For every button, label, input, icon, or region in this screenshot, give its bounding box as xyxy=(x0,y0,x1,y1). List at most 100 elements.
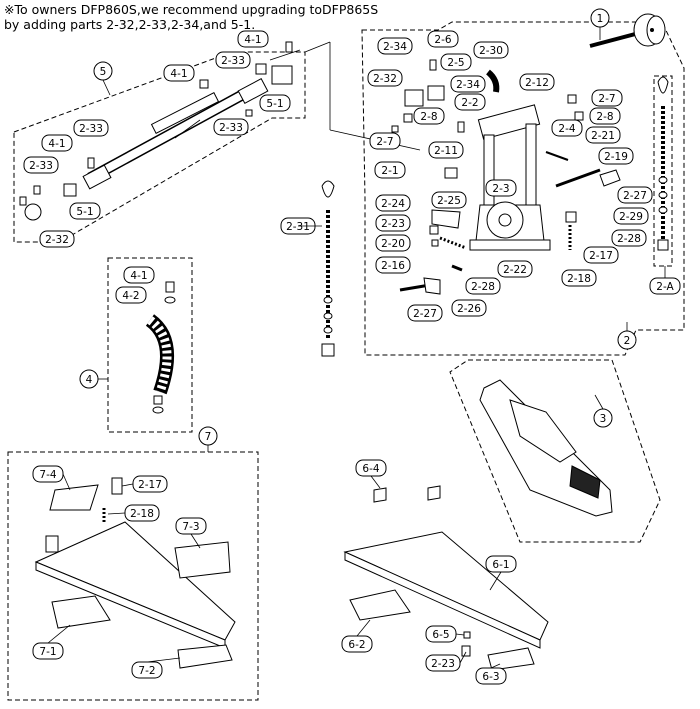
group-2-label: 2 xyxy=(624,335,631,347)
svg-text:2-25: 2-25 xyxy=(437,195,461,207)
svg-text:4-1: 4-1 xyxy=(130,270,147,282)
group-7-label: 7 xyxy=(205,431,212,443)
svg-text:4-1: 4-1 xyxy=(244,34,261,46)
svg-text:2-27: 2-27 xyxy=(623,190,647,202)
part-label: 2-30 xyxy=(473,41,509,59)
svg-text:2-27: 2-27 xyxy=(413,308,437,320)
svg-text:2-32: 2-32 xyxy=(45,234,69,246)
part-label: 2-33 xyxy=(215,51,251,69)
part-label: 7-4 xyxy=(32,465,64,483)
part-label: 2-33 xyxy=(73,119,109,137)
part-label: 2-28 xyxy=(465,277,501,295)
svg-text:6-5: 6-5 xyxy=(432,629,449,641)
upgrade-note: ※To owners DFP860S,we recommend upgradin… xyxy=(4,2,378,32)
part-label: 5-1 xyxy=(69,202,101,220)
part-label: 2-18 xyxy=(124,504,160,522)
svg-text:2-34: 2-34 xyxy=(456,79,480,91)
part-label: 2-8 xyxy=(413,107,445,125)
svg-text:2-32: 2-32 xyxy=(373,73,397,85)
part-label: 6-3 xyxy=(475,667,507,685)
part-label: 7-1 xyxy=(32,642,64,660)
svg-text:2-29: 2-29 xyxy=(619,211,643,223)
part-label: 2-32 xyxy=(39,230,75,248)
part-label: 2-3 xyxy=(485,179,517,197)
group-7-outline xyxy=(7,451,259,701)
svg-text:4-1: 4-1 xyxy=(170,68,187,80)
svg-text:4-2: 4-2 xyxy=(122,290,139,302)
svg-text:2-6: 2-6 xyxy=(434,34,451,46)
part-label: 2-7 xyxy=(369,132,401,150)
part-label: 7-3 xyxy=(175,517,207,535)
svg-text:2-30: 2-30 xyxy=(479,45,503,57)
svg-text:2-34: 2-34 xyxy=(383,41,407,53)
connector-line xyxy=(269,49,301,61)
part-label: 2-24 xyxy=(375,194,411,212)
svg-text:2-17: 2-17 xyxy=(138,479,162,491)
svg-text:2-11: 2-11 xyxy=(434,145,458,157)
svg-text:5-1: 5-1 xyxy=(266,98,283,110)
part-label: 2-23 xyxy=(425,654,461,672)
svg-text:7-3: 7-3 xyxy=(182,521,199,533)
part-label: 2-8 xyxy=(589,107,621,125)
svg-text:6-4: 6-4 xyxy=(362,463,379,475)
part-label: 2-22 xyxy=(497,260,533,278)
beater-part xyxy=(589,13,666,48)
part-label: 2-16 xyxy=(375,256,411,274)
part-label: 2-7 xyxy=(591,89,623,107)
svg-text:2-8: 2-8 xyxy=(420,111,437,123)
base-plate-7-part xyxy=(34,477,236,669)
part-label: 6-1 xyxy=(485,555,517,573)
part-label: 2-33 xyxy=(23,156,59,174)
svg-text:4-1: 4-1 xyxy=(48,138,65,150)
part-label: 2-17 xyxy=(132,475,168,493)
pedal-frame-part xyxy=(391,59,621,295)
svg-text:2-26: 2-26 xyxy=(457,303,481,315)
part-label: 2-29 xyxy=(613,207,649,225)
svg-text:2-33: 2-33 xyxy=(221,55,245,67)
part-label: 7-2 xyxy=(131,661,163,679)
part-labels: 2-34 2-6 2-30 2-5 2-32 2-34 2-8 2-12 2-7… xyxy=(23,30,681,685)
svg-text:2-28: 2-28 xyxy=(471,281,495,293)
part-label: 2-21 xyxy=(585,126,621,144)
leader-lines xyxy=(47,27,666,669)
part-label: 2-6 xyxy=(427,30,459,48)
group-5-label: 5 xyxy=(100,66,107,78)
svg-text:2-22: 2-22 xyxy=(503,264,527,276)
spring-assembly-part xyxy=(653,75,673,267)
group-4-outline xyxy=(107,257,193,433)
part-label: 2-26 xyxy=(451,299,487,317)
part-label: 2-27 xyxy=(407,304,443,322)
svg-text:2-A: 2-A xyxy=(656,281,674,293)
svg-text:5-1: 5-1 xyxy=(76,206,93,218)
part-label: 4-1 xyxy=(41,134,73,152)
svg-text:6-2: 6-2 xyxy=(348,639,365,651)
upgrade-note-line-1: ※To owners DFP860S,we recommend upgradin… xyxy=(4,2,379,17)
part-label: 2-18 xyxy=(561,269,597,287)
part-label: 2-27 xyxy=(617,186,653,204)
drive-shaft-part xyxy=(19,41,293,221)
part-label: 4-1 xyxy=(237,30,269,48)
part-label: 2-17 xyxy=(583,246,619,264)
svg-text:2-16: 2-16 xyxy=(381,260,405,272)
svg-text:2-1: 2-1 xyxy=(381,165,398,177)
part-label: 2-33 xyxy=(213,118,249,136)
svg-text:2-19: 2-19 xyxy=(604,151,628,163)
svg-text:7-4: 7-4 xyxy=(39,469,56,481)
group-2-outline xyxy=(361,21,685,356)
part-label: 2-23 xyxy=(375,214,411,232)
svg-text:7-2: 7-2 xyxy=(138,665,155,677)
svg-text:6-1: 6-1 xyxy=(492,559,509,571)
svg-text:2-31: 2-31 xyxy=(286,221,310,233)
part-label: 2-25 xyxy=(431,191,467,209)
part-label: 2-34 xyxy=(450,75,486,93)
footboard-part xyxy=(479,379,613,517)
part-label: 6-5 xyxy=(425,625,457,643)
spring-2-31-part xyxy=(321,180,335,357)
part-label: 2-12 xyxy=(519,73,555,91)
svg-text:2-2: 2-2 xyxy=(461,97,478,109)
svg-text:2-12: 2-12 xyxy=(525,77,549,89)
group-4-label: 4 xyxy=(86,374,93,386)
group-3-label: 3 xyxy=(600,413,607,425)
part-label: 2-4 xyxy=(551,119,583,137)
